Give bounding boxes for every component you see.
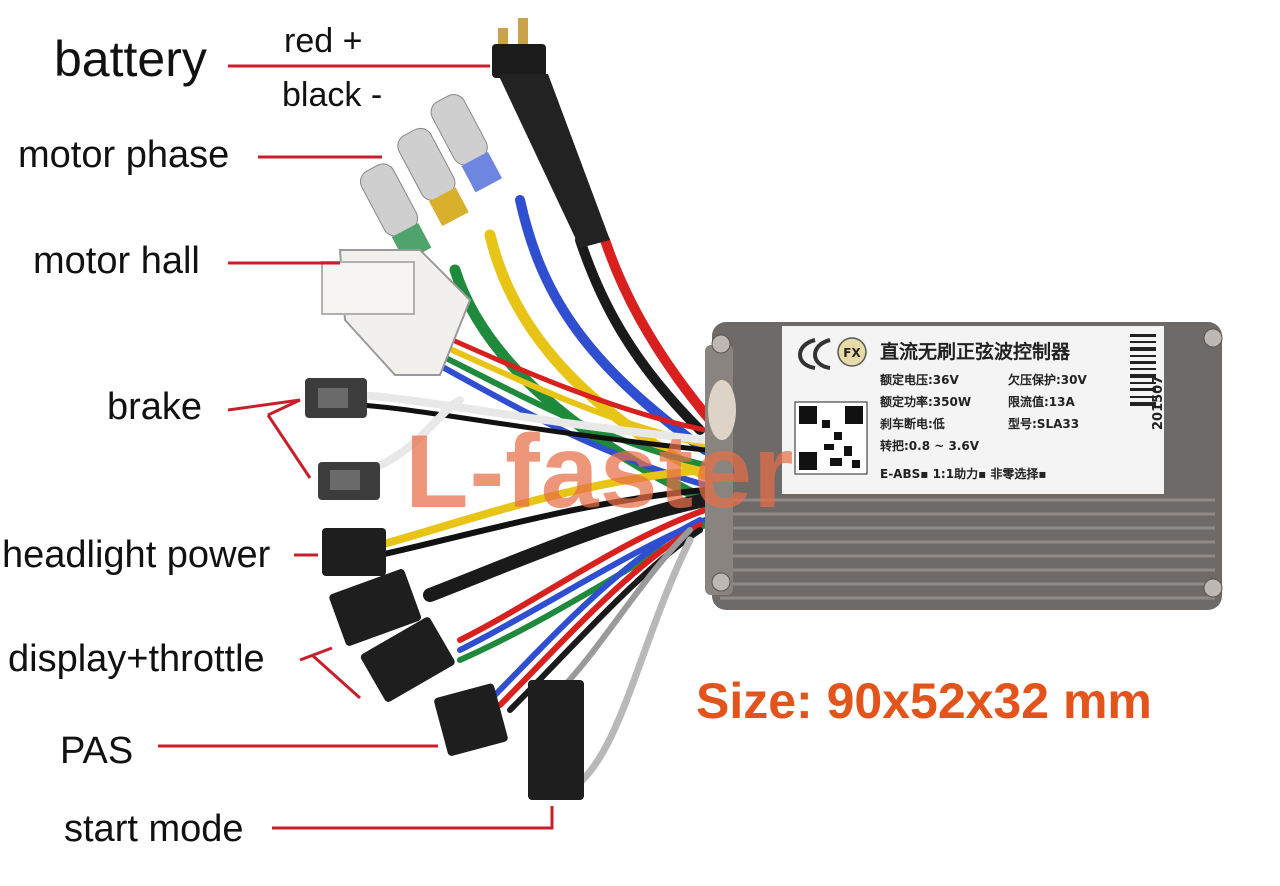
signal-connectors [322, 528, 584, 800]
label-headlight-power: headlight power [2, 534, 271, 576]
wire-brake-1 [356, 391, 709, 444]
wire-battery-black [575, 235, 705, 435]
qr-code [794, 401, 868, 475]
wire-headlight [376, 466, 709, 549]
barcode [1130, 334, 1156, 406]
wire-headlight-b [377, 487, 708, 558]
wire-brake-1b [357, 402, 708, 453]
pointer-brake-down [266, 414, 312, 479]
pointer-brake-up [267, 398, 301, 417]
motor-phase-connectors [359, 94, 503, 262]
label-current-limit: 限流值:13A [1008, 394, 1075, 409]
wire-battery-red [600, 235, 715, 425]
label-brake: brake [107, 386, 203, 428]
label-brand: FX [843, 346, 861, 360]
wire-display-1 [423, 493, 712, 602]
wire-start-gray-2 [557, 527, 693, 693]
battery-connector [492, 18, 610, 248]
pointer-lines [158, 64, 554, 830]
label-battery: battery [54, 31, 207, 87]
pointer-brake [227, 398, 301, 412]
label-model: 型号:SLA33 [1008, 416, 1079, 431]
wire-pas-1 [487, 517, 703, 703]
wire-start-gray [566, 536, 694, 794]
label-motor-phase: motor phase [18, 134, 230, 176]
brake-connectors [305, 378, 380, 500]
label-start-mode: start mode [64, 808, 244, 850]
label-motor-hall: motor hall [33, 240, 200, 282]
controller-label-sticker: FX 直流无刷正弦波控制器 额定电压:36V 欠压保护:30V 额定功率:350… [782, 326, 1166, 494]
pointer-display-1 [299, 646, 333, 662]
wire-display-2 [457, 507, 708, 643]
label-pas: PAS [60, 730, 134, 772]
label-red-plus: red + [284, 22, 363, 60]
size-caption: Size: 90x52x32 mm [696, 673, 1152, 729]
pointer-start-mode [272, 806, 554, 830]
label-throttle-range: 转把:0.8 ~ 3.6V [880, 438, 980, 453]
wire-harness [356, 195, 715, 794]
pointer-display-2 [310, 653, 362, 700]
label-eabs: E-ABS▪ 1:1助力▪ 非零选择▪ [880, 466, 1047, 481]
wire-hall-bundle-2 [427, 347, 708, 468]
wire-brake-2 [366, 396, 464, 474]
label-title: 直流无刷正弦波控制器 [880, 340, 1071, 363]
label-black-minus: black - [282, 76, 383, 114]
label-brake-cutoff: 刹车断电:低 [880, 416, 945, 431]
wire-pas-2 [497, 522, 703, 708]
label-rated-power: 额定功率:350W [880, 394, 971, 409]
watermark-text: L-faster [405, 414, 795, 530]
label-undervoltage: 欠压保护:30V [1008, 372, 1087, 387]
wire-phase-blue [515, 195, 710, 455]
wire-hall-bundle-4 [427, 327, 708, 433]
motor-hall-connector [321, 249, 472, 376]
label-rated-voltage: 额定电压:36V [880, 372, 959, 387]
label-display-throttle: display+throttle [8, 638, 265, 680]
